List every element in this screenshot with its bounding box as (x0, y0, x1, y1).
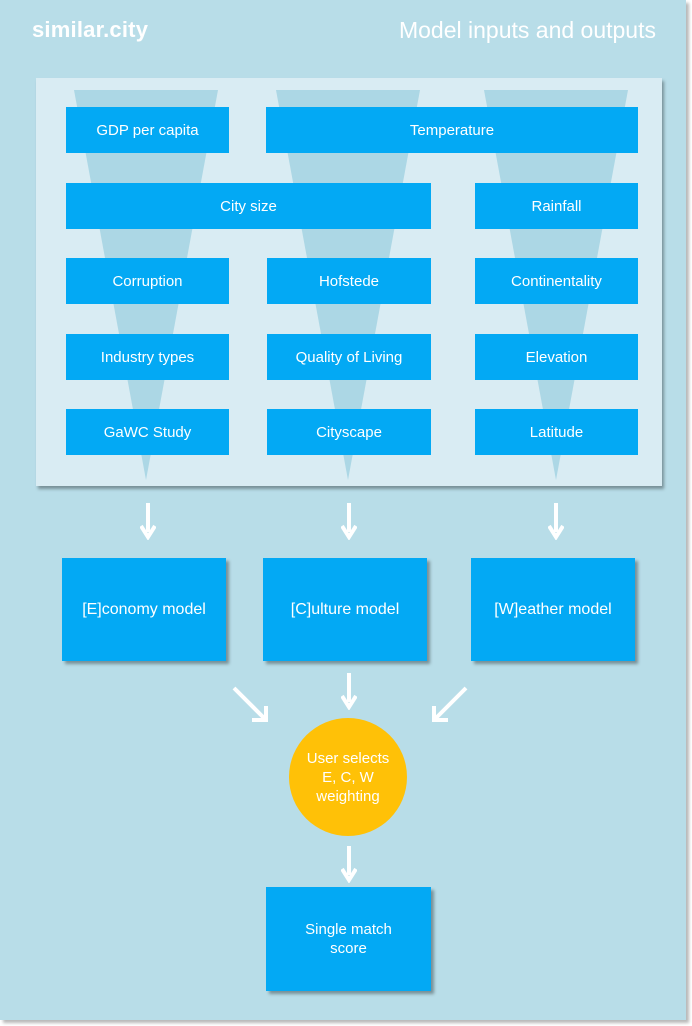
arrow-down-icon (341, 846, 357, 883)
arrow-down-icon (548, 503, 564, 540)
input-cityscape: Cityscape (267, 409, 431, 455)
input-temperature: Temperature (266, 107, 638, 153)
input-gdp-per-capita: GDP per capita (66, 107, 229, 153)
arrow-diagonal-icon (232, 686, 268, 722)
weighting-circle: User selects E, C, W weighting (289, 718, 407, 836)
input-quality-of-living: Quality of Living (267, 334, 431, 380)
input-industry-types: Industry types (66, 334, 229, 380)
input-rainfall: Rainfall (475, 183, 638, 229)
input-city-size: City size (66, 183, 431, 229)
input-elevation: Elevation (475, 334, 638, 380)
arrow-diagonal-icon (432, 686, 468, 722)
input-continentality: Continentality (475, 258, 638, 304)
diagram-title: Model inputs and outputs (398, 17, 656, 43)
arrow-down-icon (341, 503, 357, 540)
culture-model-box: [C]ulture model (263, 558, 427, 661)
brand-title: similar.city (32, 17, 149, 42)
input-latitude: Latitude (475, 409, 638, 455)
inputs-panel: GDP per capita Temperature City size Rai… (36, 78, 662, 486)
economy-model-box: [E]conomy model (62, 558, 226, 661)
arrow-down-icon (341, 673, 357, 710)
input-gawc-study: GaWC Study (66, 409, 229, 455)
arrow-down-icon (140, 503, 156, 540)
input-corruption: Corruption (66, 258, 229, 304)
match-score-box: Single match score (266, 887, 431, 991)
input-hofstede: Hofstede (267, 258, 431, 304)
weather-model-box: [W]eather model (471, 558, 635, 661)
